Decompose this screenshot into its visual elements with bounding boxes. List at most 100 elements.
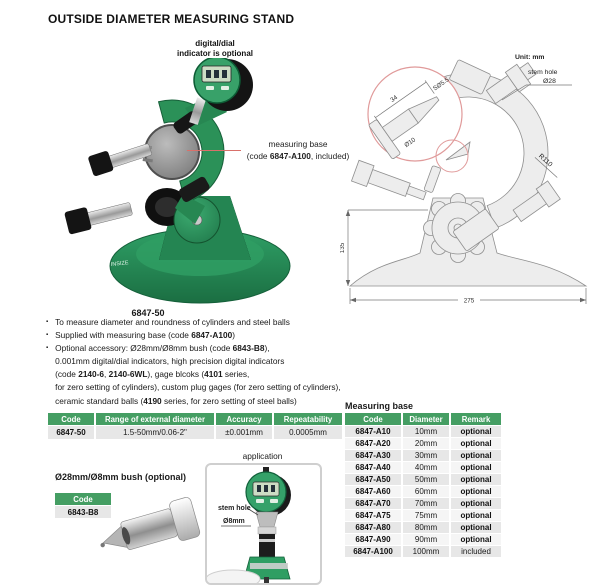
page-title: OUTSIDE DIAMETER MEASURING STAND: [48, 12, 295, 26]
column-header: Accuracy: [216, 413, 272, 425]
bush-photo: [100, 497, 201, 550]
drawing-right-spindle: [512, 180, 561, 223]
table-cell: optional: [451, 426, 501, 437]
drawing-left-spindle: [350, 159, 427, 201]
column-header: Diameter: [403, 413, 449, 425]
table-cell: 30mm: [403, 450, 449, 461]
table-cell: 6847-A70: [345, 498, 401, 509]
table-cell: 75mm: [403, 510, 449, 521]
indicator-note: digital/dial indicator is optional: [140, 39, 290, 58]
bush-cap: [169, 497, 201, 541]
measuring-base-disc: [144, 124, 200, 180]
column-header: Code: [48, 413, 94, 425]
stem-hole-label: stem hole: [528, 69, 558, 76]
table-cell: 80mm: [403, 522, 449, 533]
table-cell: 100mm: [403, 546, 449, 557]
application-photo: stem hole Ø8mm: [207, 467, 291, 583]
table-cell: 6847-A75: [345, 510, 401, 521]
table-cell: optional: [451, 450, 501, 461]
table-cell: 6847-A60: [345, 486, 401, 497]
table-cell: 50mm: [403, 474, 449, 485]
table-cell: included: [451, 546, 501, 557]
column-header: Range of external diameter: [96, 413, 214, 425]
annotation-code: 6847-A100: [269, 151, 311, 161]
bush-code-table: Code 6843-B8: [53, 492, 113, 519]
table-cell: 6847-A50: [345, 474, 401, 485]
table-cell: 1.5-50mm/0.06-2": [96, 426, 214, 439]
table-cell: 6847-A30: [345, 450, 401, 461]
table-cell: 0.0005mm: [274, 426, 342, 439]
feature-list: ▪ To measure diameter and roundness of cy…: [46, 316, 376, 408]
table-cell: optional: [451, 474, 501, 485]
table-cell: 6847-50: [48, 426, 94, 439]
bush-title: Ø28mm/Ø8mm bush (optional): [55, 472, 187, 482]
table-cell: 40mm: [403, 462, 449, 473]
table-cell: optional: [451, 522, 501, 533]
bullet-marker: ▪: [46, 345, 49, 352]
table-cell: 60mm: [403, 486, 449, 497]
detail-length-dim: 34: [389, 94, 399, 104]
table-cell: ±0.001mm: [216, 426, 272, 439]
table-cell: 20mm: [403, 438, 449, 449]
table-cell: 6847-A90: [345, 534, 401, 545]
feature-item: ▪Supplied with measuring base (code 6847…: [46, 329, 376, 342]
bush-code-header: Code: [55, 493, 111, 505]
technical-drawing: 34 SØ5.5 Ø10 Unit: mm stem hole Ø28 R110…: [340, 54, 588, 305]
brand-logo: INSIZE: [111, 260, 130, 268]
app-stem-hub: [255, 511, 279, 528]
table-cell: 6847-A80: [345, 522, 401, 533]
width-dim: 275: [464, 298, 475, 305]
product-code-caption: 6847-50: [131, 308, 165, 318]
application-image-frame: stem hole Ø8mm: [205, 463, 322, 585]
height-dim: 135: [340, 242, 346, 253]
lower-spindle: [64, 202, 133, 235]
upper-spindle: [88, 143, 152, 176]
table-cell: optional: [451, 510, 501, 521]
measuring-base-title: Measuring base: [345, 401, 414, 411]
indicator-note-line2: indicator is optional: [176, 48, 253, 58]
table-cell: 70mm: [403, 498, 449, 509]
column-header: Remark: [451, 413, 501, 425]
bush-code-value: 6843-B8: [55, 506, 111, 518]
clamp-knob: [178, 176, 210, 202]
annotation-pre: (code: [246, 151, 270, 161]
table-cell: optional: [451, 498, 501, 509]
bullet-marker: ▪: [46, 319, 49, 325]
table-cell: optional: [451, 486, 501, 497]
table-cell: 6847-A100: [345, 546, 401, 557]
annotation-line1: measuring base: [268, 139, 328, 149]
table-cell: 6847-A20: [345, 438, 401, 449]
product-photo: INSIZE: [64, 58, 291, 304]
unit-label: Unit: mm: [515, 54, 544, 61]
drawing-top-spindle: [485, 62, 537, 105]
table-cell: 10mm: [403, 426, 449, 437]
digital-indicator: [189, 58, 253, 125]
feature-text: To measure diameter and roundness of cyl…: [55, 317, 290, 327]
table-cell: 90mm: [403, 534, 449, 545]
feature-item: ▪ To measure diameter and roundness of cy…: [46, 316, 376, 329]
feature-text: Supplied with measuring base (code 6847-…: [55, 330, 236, 341]
annotation-post: , included): [310, 151, 350, 161]
column-header: Repeatability: [274, 413, 342, 425]
table-cell: optional: [451, 462, 501, 473]
table-cell: optional: [451, 438, 501, 449]
detail-marker-circle: [435, 139, 469, 173]
application-label: application: [242, 451, 283, 461]
app-stem-dia-label: Ø8mm: [223, 518, 245, 525]
